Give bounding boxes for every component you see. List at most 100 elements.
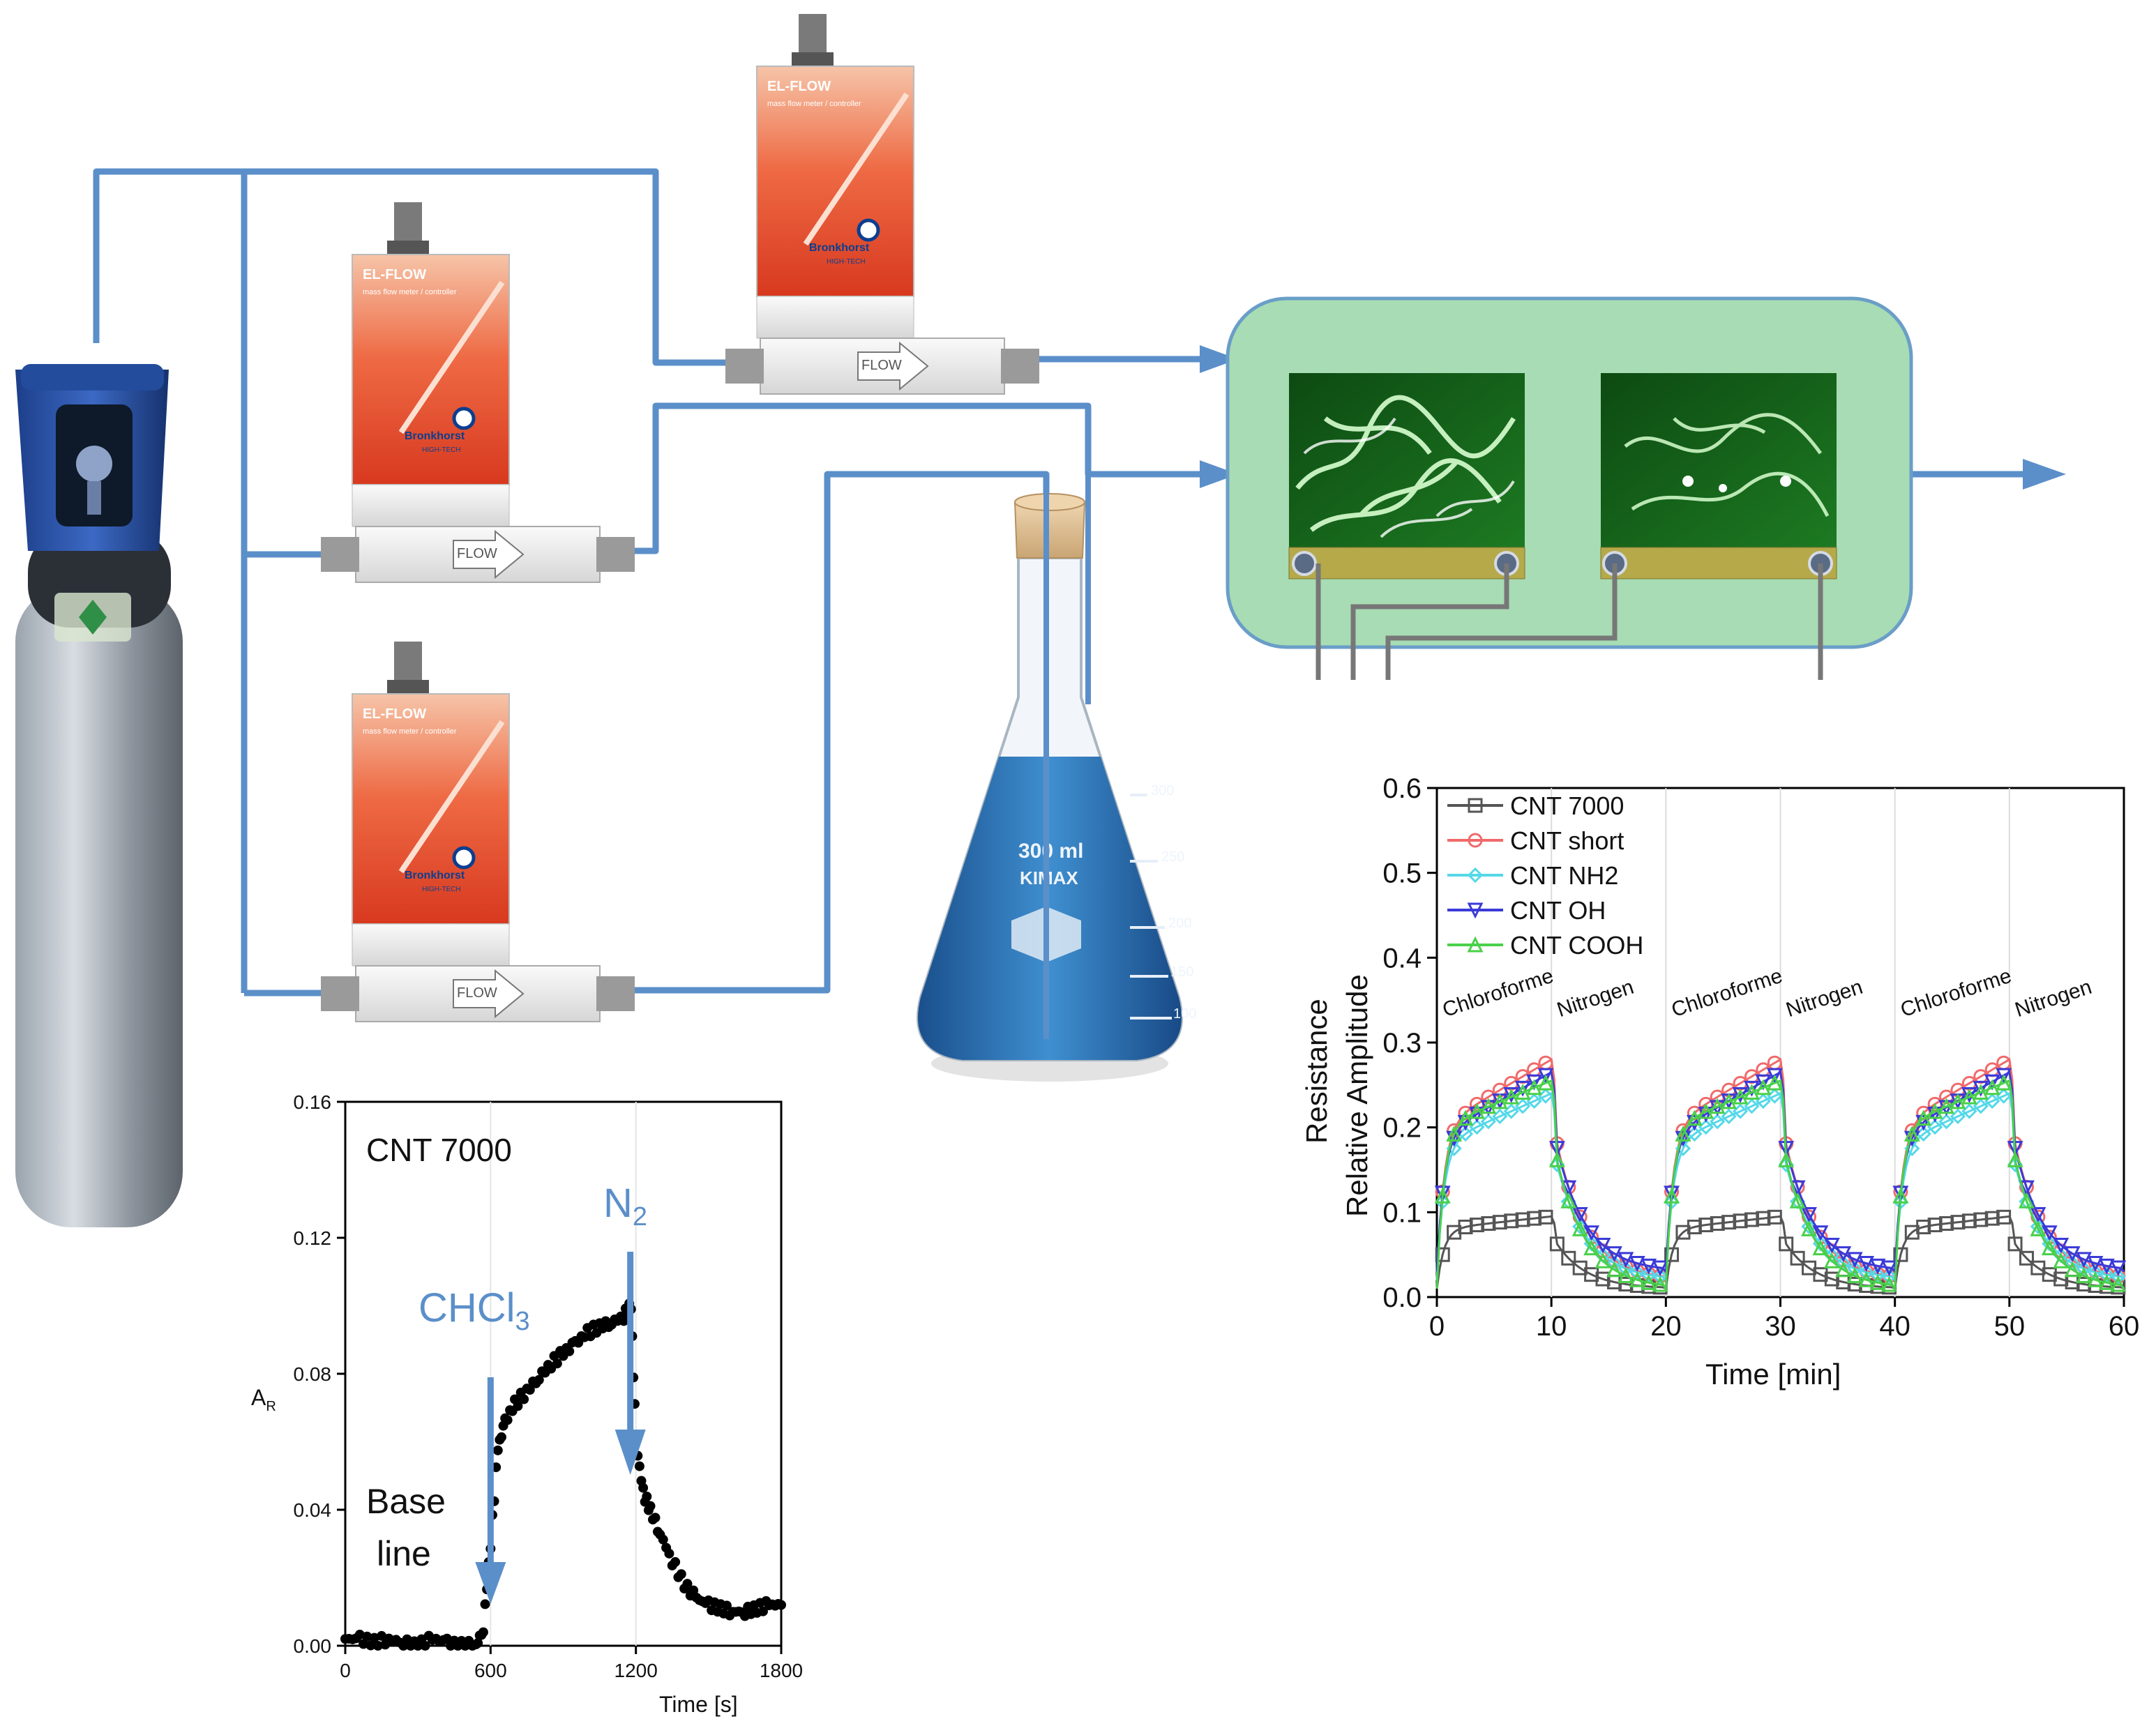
chart1-point — [534, 1374, 544, 1385]
chart2-marker — [1756, 1211, 1771, 1226]
chart2-marker — [1801, 1220, 1817, 1236]
chart2-marker — [1721, 1215, 1737, 1230]
chart2-phase-label: Chloroforme — [1668, 964, 1785, 1022]
mfc-mid-brand: EL-FLOW — [363, 267, 426, 282]
mfc-mid-tagline: mass flow meter / controller — [363, 288, 457, 296]
chart1-point — [650, 1513, 661, 1523]
chart1-point — [757, 1606, 768, 1616]
chart2-marker — [1641, 1273, 1657, 1290]
flask-grad-250: 250 — [1161, 849, 1184, 865]
valve-icon — [76, 446, 112, 482]
chart2-series-line — [1435, 1079, 2125, 1291]
chart2-marker — [1996, 1068, 2012, 1084]
chart2-marker — [1744, 1080, 1760, 1097]
chart2-marker — [2099, 1266, 2115, 1283]
chart2-xtick-label: 50 — [1994, 1311, 2026, 1342]
chart2-marker — [1457, 1109, 1474, 1126]
chart2-marker — [1435, 1247, 1450, 1262]
chart1-point — [496, 1432, 506, 1442]
chart2-marker — [2019, 1250, 2034, 1266]
chart2-ylabel-line2: Relative Amplitude — [1341, 974, 1373, 1217]
chart1-ytick-label: 0.08 — [294, 1363, 332, 1385]
chart1-point — [362, 1631, 372, 1642]
chart2-marker — [1973, 1080, 1989, 1097]
chart2-legend-label: CNT 7000 — [1510, 791, 1624, 820]
chart2-ytick-label: 0.3 — [1382, 1028, 1422, 1059]
chart2-marker — [1846, 1267, 1863, 1283]
mfc-bot-brand: EL-FLOW — [363, 706, 426, 722]
chart2-marker — [1938, 1114, 1954, 1130]
chart2-marker — [1939, 1216, 1954, 1232]
chart2-marker — [1514, 1084, 1531, 1100]
chart2-marker — [2064, 1246, 2081, 1262]
chart1-point — [502, 1415, 513, 1425]
chart2-marker — [1813, 1267, 1828, 1282]
chart1-point — [372, 1641, 383, 1651]
chart1-chcl3-label: CHCl3 — [419, 1285, 530, 1336]
chart2-marker — [1869, 1266, 1886, 1283]
chart2-marker — [2053, 1271, 2069, 1287]
chart2-marker — [1629, 1271, 1645, 1287]
chart2-marker — [1869, 1258, 1886, 1275]
chart2-marker — [1526, 1079, 1542, 1096]
chart1-title: CNT 7000 — [366, 1132, 512, 1168]
chart2-marker — [1687, 1219, 1702, 1234]
chart2-marker — [2098, 1273, 2115, 1290]
chart2-marker — [2053, 1238, 2070, 1254]
chart2-marker — [1892, 1185, 1909, 1202]
arrow-head-mid — [1200, 460, 1238, 488]
chart2-marker — [1927, 1218, 1943, 1233]
chart2-marker — [2064, 1261, 2081, 1278]
flask-brand: KIMAX — [1020, 868, 1078, 888]
chart2-marker — [1537, 1068, 1554, 1084]
chart2-ytick-label: 0.6 — [1382, 773, 1422, 804]
chart2-marker — [1984, 1211, 2000, 1226]
chart2-marker — [1950, 1093, 1966, 1109]
mfc-bot-flow-label: FLOW — [457, 985, 497, 1001]
chart2-marker — [2030, 1220, 2046, 1236]
chart2-marker — [1732, 1087, 1749, 1103]
chart2-marker — [1961, 1103, 1977, 1119]
sensor-1-nanotubes — [1295, 395, 1516, 532]
chart2-marker — [2110, 1275, 2127, 1292]
chart2-marker — [1468, 833, 1483, 848]
arrowheads — [1200, 345, 2066, 490]
chart2-marker — [2110, 1268, 2126, 1285]
chart2-marker — [1629, 1256, 1645, 1272]
chart2-marker — [1629, 1264, 1645, 1280]
mfc-bot-tagline: mass flow meter / controller — [363, 727, 457, 736]
chart2-marker — [2098, 1258, 2115, 1275]
chart2-marker — [1595, 1238, 1611, 1254]
chart2-marker — [1572, 1218, 1588, 1235]
mfc-mid-brand-name: Bronkhorst — [405, 430, 465, 442]
chart2-marker — [1801, 1207, 1817, 1223]
chart2-marker — [1571, 1220, 1588, 1236]
chart2-marker — [1469, 1103, 1485, 1119]
chart2-marker — [1755, 1074, 1772, 1091]
chart2-marker — [1744, 1084, 1760, 1100]
cylinder-body — [15, 586, 183, 1227]
chart2-marker — [2087, 1264, 2104, 1280]
chart2-marker — [1755, 1079, 1772, 1096]
chart2-marker — [1652, 1275, 1668, 1292]
chart2-phase-label: Nitrogen — [2012, 976, 2095, 1022]
mfc-top-brand-sub: HIGH-TECH — [827, 258, 866, 266]
chart2-ytick-label: 0.1 — [1382, 1197, 1422, 1228]
pipe-mfc-mid-to-chamber — [607, 402, 1200, 554]
chart2-marker — [1446, 1126, 1463, 1142]
sensor-2-film — [1601, 373, 1837, 547]
chart2-xlabel: Time [min] — [1705, 1358, 1841, 1391]
chart2-marker — [1835, 1261, 1852, 1278]
chart2-marker — [2042, 1267, 2057, 1282]
chart2-marker — [1789, 1192, 1806, 1209]
chart1-points — [340, 1298, 786, 1651]
gas-cylinder — [15, 364, 183, 1227]
chart2-legend-label: CNT OH — [1510, 896, 1606, 925]
chart1-ytick-label: 0.12 — [294, 1227, 332, 1249]
chart2-marker — [2041, 1225, 2058, 1242]
pipe-manifold-to-mfc-top — [244, 168, 725, 366]
